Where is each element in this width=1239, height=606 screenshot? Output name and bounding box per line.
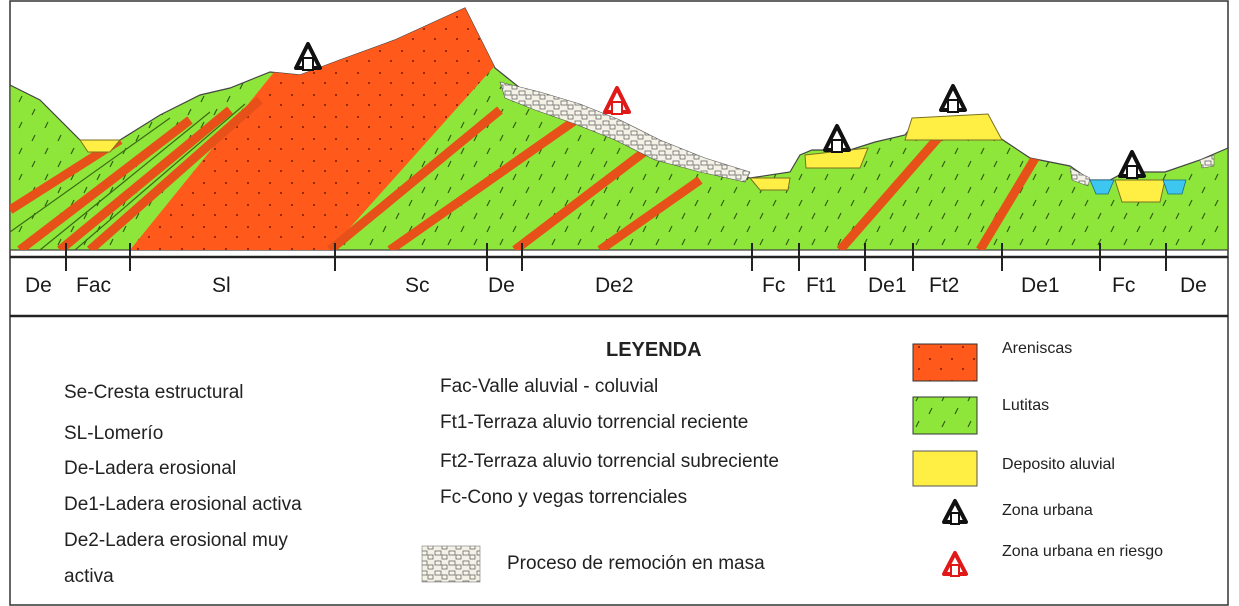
lutitas-label: Lutitas — [1002, 397, 1050, 414]
deposito-swatch — [912, 450, 978, 487]
terrain-profile — [9, 7, 1229, 251]
legend-item: Ft1-Terraza aluvio torrencial reciente — [440, 412, 749, 433]
urban-zone-icon — [823, 124, 851, 153]
segment-ticks — [65, 243, 1167, 271]
segment-label: Ft1 — [806, 274, 836, 297]
segment-label: De — [25, 274, 52, 297]
debris-small-right — [1199, 154, 1215, 169]
urban-risk-legend-icon — [942, 551, 968, 577]
water-bodies — [1089, 179, 1187, 195]
legend-item: De-Ladera erosional — [64, 458, 237, 479]
segment-label: Ft2 — [929, 274, 959, 297]
mass-movement-debris — [499, 81, 751, 183]
segment-label: De — [1180, 274, 1207, 297]
bedding-lines — [10, 103, 246, 250]
segment-label: Fc — [762, 274, 785, 297]
lutitas-swatch — [912, 396, 978, 435]
segment-label: Fc — [1112, 274, 1135, 297]
urban-zone-icon — [1118, 150, 1146, 179]
legend-item: De1-Ladera erosional activa — [64, 494, 302, 515]
debris-small — [1069, 167, 1091, 187]
segment-label: Fac — [76, 274, 111, 297]
areniscas-main-bed — [130, 8, 500, 250]
urban-zone-icon — [939, 84, 967, 113]
segment-labels: De Fac Sl Sc De De2 Fc Ft1 De1 Ft2 De1 F… — [25, 274, 1207, 297]
areniscas-label: Areniscas — [1002, 340, 1073, 357]
urban-zone-legend-icon — [942, 499, 968, 525]
urbana-label: Zona urbana — [1002, 502, 1093, 519]
segment-label: Sl — [212, 274, 231, 297]
legend-item: activa — [64, 566, 114, 587]
mass-movement-label: Proceso de remoción en masa — [507, 553, 765, 574]
segment-label: De2 — [595, 274, 634, 297]
urban-symbols — [294, 42, 1146, 179]
segment-label: Sc — [405, 274, 430, 297]
urban-zone-icon — [294, 42, 322, 71]
legend-item: Se-Cresta estructural — [64, 382, 244, 403]
legend-item: De2-Ladera erosional muy — [64, 530, 288, 551]
areniscas-swatch — [912, 343, 978, 382]
deposito-label: Deposito aluvial — [1002, 456, 1115, 473]
urban-risk-icon — [603, 86, 631, 115]
riesgo-label: Zona urbana en riesgo — [1002, 543, 1163, 560]
segment-label: De1 — [1021, 274, 1060, 297]
deposito-aluvial — [79, 113, 1166, 203]
segment-label: De — [488, 274, 515, 297]
legend-title: LEYENDA — [606, 339, 702, 361]
segment-label: De1 — [868, 274, 907, 297]
legend-keys — [421, 343, 978, 583]
legend-item: Fac-Valle aluvial - coluvial — [440, 376, 659, 397]
legend-item: Fc-Cono y vegas torrenciales — [440, 487, 688, 508]
legend-item: SL-Lomerío — [64, 423, 164, 444]
legend-item: Ft2-Terraza aluvio torrencial subrecient… — [440, 451, 779, 472]
figure-frame — [9, 0, 1229, 606]
mass-movement-icon — [421, 545, 481, 583]
